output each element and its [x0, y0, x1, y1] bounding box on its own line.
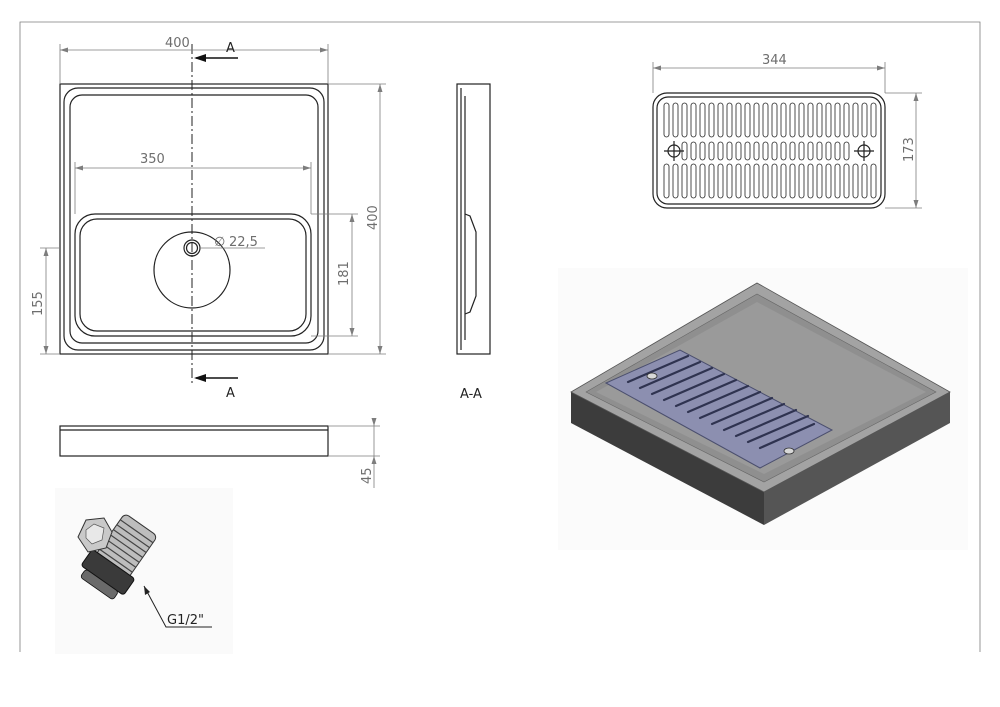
grate-width-dim: 344 — [762, 53, 787, 68]
drain-basin-outline — [74, 213, 312, 337]
tray-recess — [69, 94, 319, 344]
grate-inner-outline — [656, 96, 882, 205]
front-outline — [59, 425, 329, 457]
tray-left-face — [571, 392, 764, 525]
drain-thread-body — [80, 514, 157, 600]
top-height-dim: 400 — [366, 205, 381, 230]
thread-leader — [143, 585, 212, 628]
drain-basin-inner — [79, 218, 307, 332]
section-mark-top: A — [226, 41, 235, 56]
section-label: A-A — [460, 387, 482, 402]
thread-label: G1/2" — [167, 613, 204, 628]
hole-diameter-dim: 22,5 — [229, 235, 258, 250]
grate-3d-hole-left — [646, 372, 658, 380]
drain-fitting: G1/2" — [55, 488, 233, 654]
section-drain-profile — [464, 213, 477, 315]
hole-diameter-symbol: ∅ — [214, 235, 225, 250]
tray-right-face — [764, 392, 950, 525]
top-width-dim: 400 — [165, 36, 190, 51]
inner-width-dim: 350 — [140, 152, 165, 167]
tray-recess-surface — [596, 302, 926, 474]
tray-outline — [59, 83, 329, 355]
grate-slots — [663, 102, 877, 199]
grate-3d-hole-right — [783, 447, 795, 455]
top-view: 400 A A 350 ∅ 22,5 400 181 — [31, 36, 386, 401]
hole-offset-dim: 155 — [31, 291, 46, 316]
isometric-render — [558, 268, 968, 550]
grate-outline — [652, 92, 886, 209]
section-outline — [456, 83, 491, 355]
grate-3d-slots — [626, 354, 816, 450]
thickness-dim: 45 — [360, 467, 375, 484]
grate-height-dim: 173 — [902, 137, 917, 162]
grate-view: 344 173 — [652, 53, 922, 209]
sheet-border — [19, 21, 981, 652]
section-view: A-A — [456, 83, 491, 402]
front-view: 45 — [59, 418, 380, 488]
section-mark-bottom: A — [226, 386, 235, 401]
inner-height-dim: 181 — [337, 261, 352, 286]
tray-rim — [63, 87, 325, 351]
